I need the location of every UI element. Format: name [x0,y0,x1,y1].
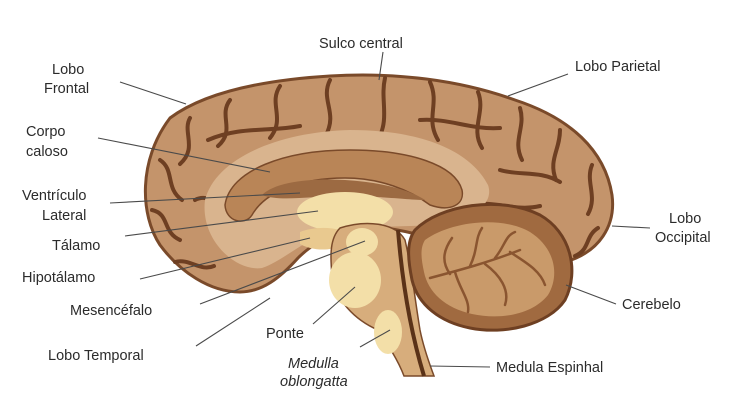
label-mesencefalo: Mesencéfalo [70,303,152,319]
label-hipotalamo: Hipotálamo [22,270,95,286]
pons [329,252,381,308]
label-lobo-frontal-line2: Frontal [44,81,89,97]
label-medula-espinhal: Medula Espinhal [496,360,603,376]
label-lobo-parietal: Lobo Parietal [575,59,660,75]
medulla [374,310,402,354]
label-corpo-caloso-line2: caloso [26,144,68,160]
label-corpo-caloso-line1: Corpo [26,124,66,140]
label-ponte: Ponte [266,326,304,342]
label-lobo-occipital-line1: Lobo [669,211,701,227]
label-medulla-line2: oblongatta [280,374,348,390]
label-talamo: Tálamo [52,238,100,254]
label-cerebelo: Cerebelo [622,297,681,313]
brain-illustration [145,75,612,376]
label-sulco-central: Sulco central [319,36,403,52]
label-lobo-occipital-line2: Occipital [655,230,711,246]
label-lobo-frontal-line1: Lobo [52,62,84,78]
label-ventriculo-line2: Lateral [42,208,86,224]
label-ventriculo-line1: Ventrículo [22,188,87,204]
label-lobo-temporal: Lobo Temporal [48,348,144,364]
label-medulla-line1: Medulla [288,356,339,372]
